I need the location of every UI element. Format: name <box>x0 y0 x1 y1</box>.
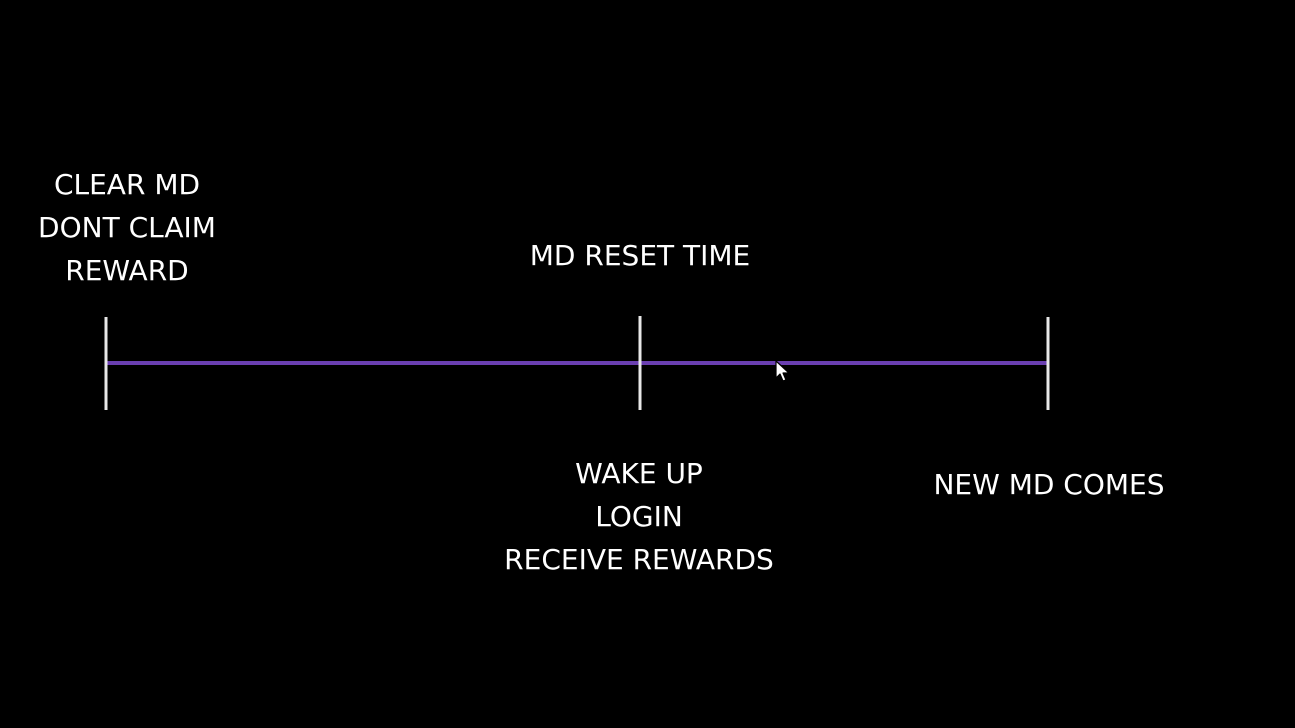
morning-actions-line-1: WAKE UP <box>575 457 703 490</box>
new-md-text: NEW MD COMES <box>933 468 1165 501</box>
start-label-line-3: REWARD <box>65 254 189 287</box>
new-md-label: NEW MD COMES <box>933 463 1164 506</box>
morning-actions-label: WAKE UP LOGIN RECEIVE REWARDS <box>504 452 774 581</box>
start-label-line-2: DONT CLAIM <box>38 211 216 244</box>
reset-time-label: MD RESET TIME <box>530 234 750 277</box>
mouse-pointer-icon <box>775 360 790 382</box>
morning-actions-line-2: LOGIN <box>595 500 683 533</box>
morning-actions-line-3: RECEIVE REWARDS <box>504 543 774 576</box>
start-label-line-1: CLEAR MD <box>53 168 201 201</box>
reset-time-text: MD RESET TIME <box>529 239 751 272</box>
start-label: CLEAR MD DONT CLAIM REWARD <box>38 163 216 292</box>
